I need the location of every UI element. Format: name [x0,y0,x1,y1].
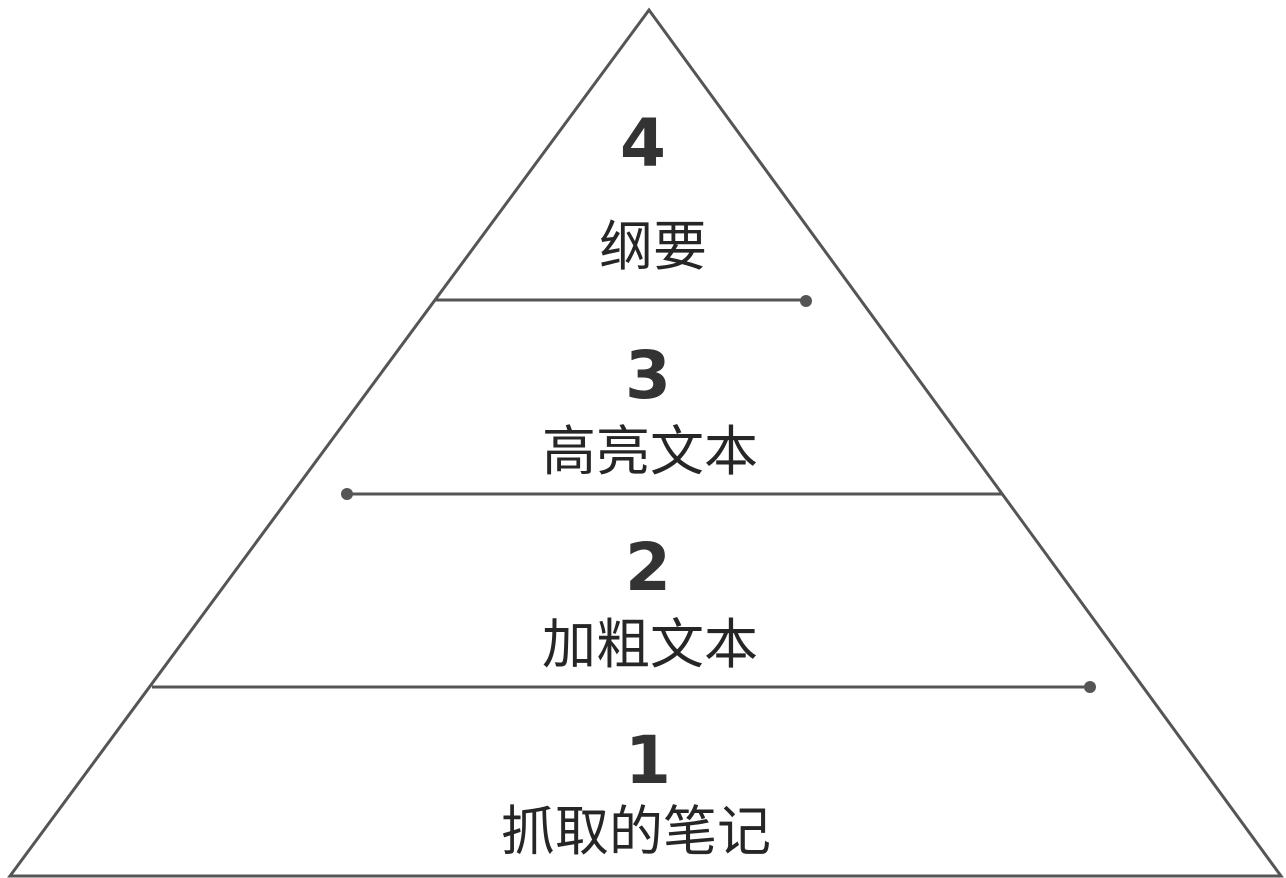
level-1-label: 抓取的笔记 [501,800,771,863]
divider-4-3-dot [800,295,812,307]
level-1-number: 1 [625,722,671,799]
level-4-label: 纲要 [599,215,707,278]
level-3-label: 高亮文本 [542,420,758,483]
level-4-number: 4 [620,105,666,182]
level-2-label: 加粗文本 [542,613,758,676]
pyramid-outline [7,7,1284,878]
level-2-number: 2 [625,529,671,606]
divider-3-2-dot [341,488,353,500]
divider-2-1-dot [1084,681,1096,693]
level-3-number: 3 [625,337,671,414]
